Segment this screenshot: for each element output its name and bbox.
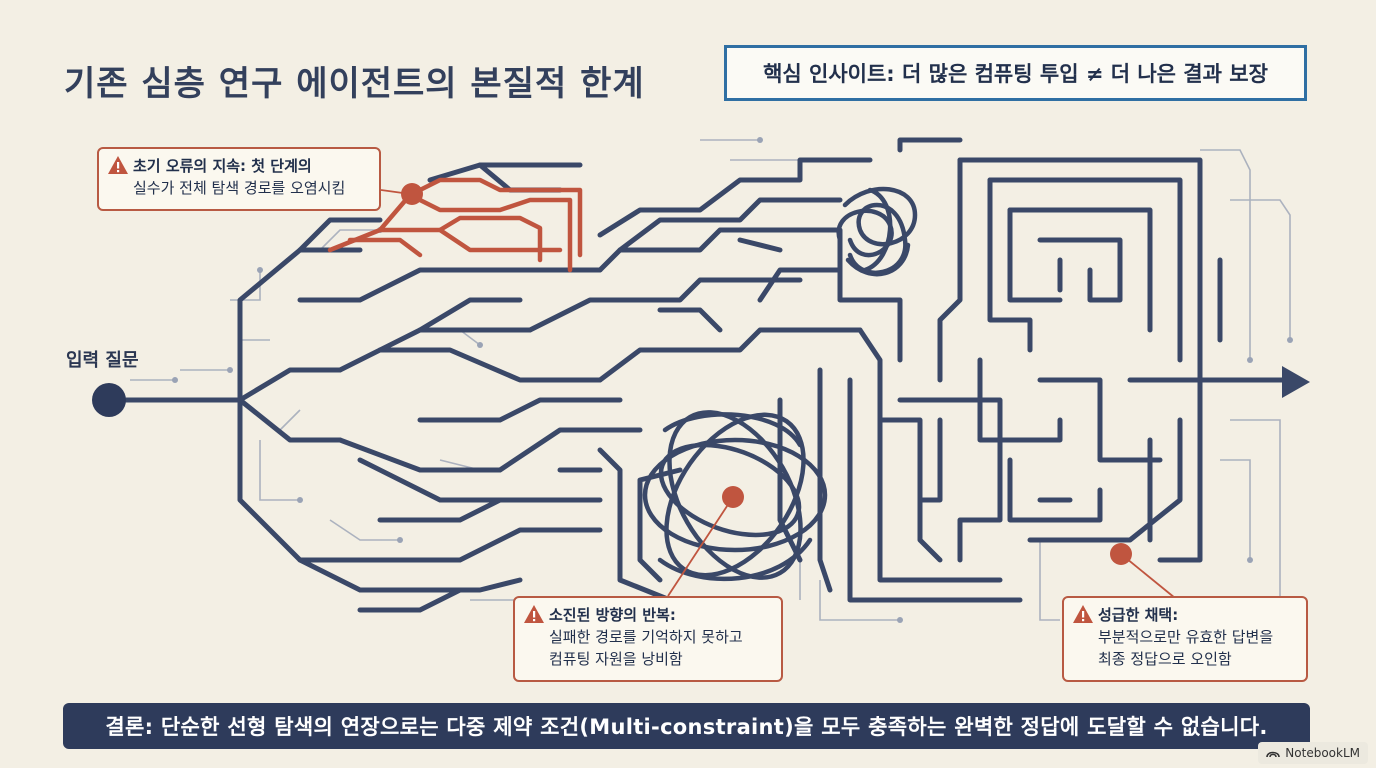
callout-title: 성급한 채택:: [1098, 606, 1179, 624]
insight-box: 핵심 인사이트: 더 많은 컴퓨팅 투입 ≠ 더 나은 결과 보장: [724, 45, 1307, 101]
callout-body: 실수가 전체 탐색 경로를 오염시킴: [133, 179, 346, 197]
callout-repeated-direction: 소진된 방향의 반복: 실패한 경로를 기억하지 못하고 컴퓨팅 자원을 낭비함: [513, 596, 783, 682]
error-paths: [327, 177, 583, 273]
warning-icon: [1073, 605, 1093, 623]
maze-paths: [107, 137, 1293, 613]
notebooklm-badge[interactable]: NotebookLM: [1258, 742, 1368, 764]
callout-title: 소진된 방향의 반복:: [549, 606, 676, 624]
callout-body-line1: 부분적으로만 유효한 답변을: [1098, 628, 1274, 646]
arrow-right-icon: [1282, 366, 1310, 398]
callout-body-line1: 실패한 경로를 기억하지 못하고: [549, 628, 743, 646]
conclusion-banner: 결론: 단순한 선형 탐색의 연장으로는 다중 제약 조건(Multi-cons…: [63, 703, 1310, 749]
input-label: 입력 질문: [66, 350, 139, 371]
error-nodes: [401, 183, 1132, 565]
tangle-loop-lower: [642, 410, 828, 582]
callout-body-line2: 최종 정답으로 오인함: [1098, 650, 1232, 668]
callout-body-line2: 컴퓨팅 자원을 낭비함: [549, 650, 683, 668]
tangle-knot-upper: [836, 186, 918, 277]
background-traces: [130, 139, 1291, 640]
input-node: [92, 383, 126, 417]
callout-premature-adoption: 성급한 채택: 부분적으로만 유효한 답변을 최종 정답으로 오인함: [1062, 596, 1308, 682]
warning-icon: [524, 605, 544, 623]
callout-early-error: 초기 오류의 지속: 첫 단계의 실수가 전체 탐색 경로를 오염시킴: [97, 147, 381, 211]
warning-icon: [108, 156, 128, 174]
callout-title: 초기 오류의 지속: 첫 단계의: [133, 157, 312, 175]
brand-label: NotebookLM: [1285, 746, 1360, 760]
notebooklm-logo-icon: [1266, 751, 1281, 758]
page-title: 기존 심층 연구 에이전트의 본질적 한계: [64, 64, 645, 104]
